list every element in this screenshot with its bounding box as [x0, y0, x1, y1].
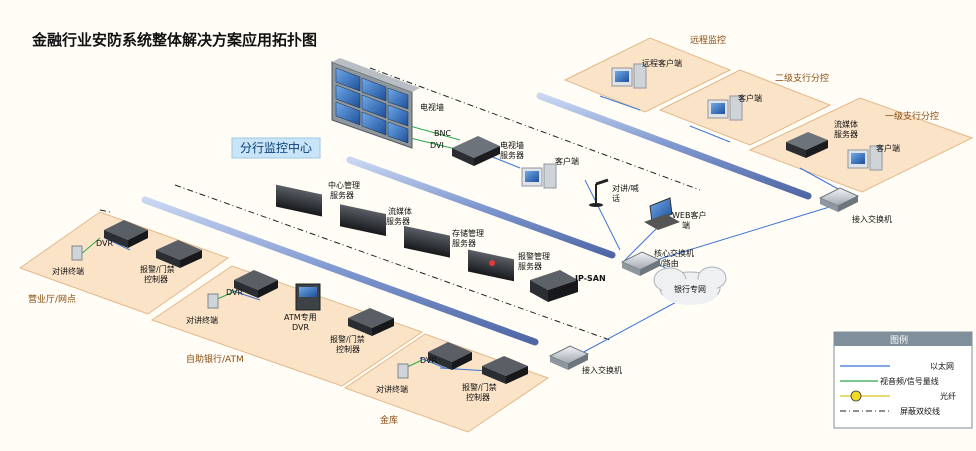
atm-dedicated-dvr-label-2: DVR [292, 323, 309, 332]
first-stream-server-label-1: 流媒体 [834, 119, 858, 129]
vault-dvr-label: DVR [420, 356, 437, 365]
atm-intercom-label: 对讲终端 [186, 315, 218, 325]
atm-dedicated-dvr: ATM专用 DVR [284, 283, 321, 332]
access-switch-bottom-label: 接入交换机 [582, 365, 622, 375]
web-client-label-1: WEB客户 [672, 210, 706, 220]
storage-mgmt-server: 存储管理 服务器 [404, 225, 484, 258]
bnc-label: BNC [434, 129, 451, 138]
zone-remote: 远程监控 [563, 34, 732, 113]
atm-alarm-label-1: 报警/门禁 [330, 334, 365, 344]
legend-item-ethernet: 以太网 [930, 361, 954, 371]
legend-item-fiber: 光纤 [940, 391, 956, 401]
access-switch-top: 接入交换机 [818, 187, 892, 224]
web-client-laptop: WEB客户 端 [644, 197, 706, 230]
vault-intercom: 对讲终端 [376, 363, 409, 394]
center-stream-server-label-1: 流媒体 [388, 206, 412, 216]
tv-wall-server: 电视墙 服务器 [452, 136, 524, 166]
zone-label-self-bank: 自助银行/ATM [186, 353, 244, 365]
bank-network-cloud: 银行专网 [653, 266, 727, 305]
zone-label-remote: 远程监控 [690, 34, 726, 46]
storage-mgmt-server-label-1: 存储管理 [452, 228, 484, 238]
zone-label-second-branch: 二级支行分控 [775, 72, 829, 84]
atm-dedicated-dvr-label-1: ATM专用 [284, 312, 317, 322]
client-center-label: 客户端 [555, 156, 579, 166]
alarm-mgmt-server-label-2: 服务器 [518, 261, 542, 271]
center-mgmt-server-label-1: 中心管理 [328, 180, 360, 190]
tv-wall-server-label-2: 服务器 [500, 150, 524, 160]
legend-title: 图例 [890, 334, 908, 346]
center-stream-server-label-2: 服务器 [386, 216, 410, 226]
atm-intercom: 对讲终端 [186, 293, 219, 325]
hall-intercom-label: 对讲终端 [52, 266, 84, 276]
shielded-twisted-pair-lines [99, 67, 701, 341]
hall-intercom: 对讲终端 [52, 245, 84, 276]
access-switch-bottom: 接入交换机 [548, 345, 622, 375]
intercom-mic: 对讲/喊 话 [589, 178, 639, 207]
atm-dvr-label: DVR [226, 288, 243, 297]
vault-dvr: DVR [420, 342, 472, 370]
vault-alarm-label-2: 控制器 [466, 392, 490, 402]
client-center: 客户端 [521, 156, 579, 189]
client-first-branch: 客户端 [847, 143, 900, 171]
tv-wall-server-label-1: 电视墙 [500, 140, 524, 150]
hall-dvr-label: DVR [96, 239, 113, 248]
vault-alarm-controller: 报警/门禁 控制器 [462, 356, 528, 402]
center-label: 分行监控中心 [231, 137, 321, 159]
vault-alarm-label-1: 报警/门禁 [462, 382, 497, 392]
zone-label-business-hall: 营业厅/网点 [28, 293, 76, 305]
zone-business-hall: 营业厅/网点 [18, 211, 230, 315]
center-label-text: 分行监控中心 [240, 140, 312, 155]
alarm-mgmt-server: 报警管理 服务器 [468, 249, 550, 282]
legend-item-twisted-pair: 屏蔽双绞线 [900, 406, 940, 416]
core-switch: 核心交换机 /路由 [620, 248, 694, 276]
zone-label-vault: 金库 [380, 414, 398, 426]
fiber-backbone [141, 92, 812, 346]
core-switch-label-2: /路由 [660, 258, 679, 268]
hall-alarm-controller: 报警/门禁 控制器 [140, 240, 202, 284]
zone-first-branch: 一级支行分控 [748, 97, 974, 193]
client-second-branch: 客户端 [707, 93, 762, 121]
client-second-label: 客户端 [738, 93, 762, 103]
hall-alarm-label-1: 报警/门禁 [140, 264, 175, 274]
center-stream-server: 流媒体 服务器 [340, 204, 412, 237]
atm-alarm-label-2: 控制器 [336, 344, 360, 354]
ip-san-label: IP-SAN [575, 274, 606, 283]
legend: 图例 以太网 视音频/信号量线 光纤 屏蔽双绞线 [833, 331, 973, 429]
remote-client: 远程客户端 [611, 58, 682, 89]
client-first-label: 客户端 [876, 143, 900, 153]
vault-intercom-label: 对讲终端 [376, 384, 408, 394]
center-mgmt-server: 中心管理 服务器 [276, 180, 360, 217]
tv-wall: 电视墙 [331, 58, 444, 149]
core-switch-label-1: 核心交换机 [654, 248, 694, 258]
intercom-label-2: 话 [612, 193, 620, 203]
ip-san: IP-SAN [530, 270, 606, 302]
first-branch-stream-server: 流媒体 服务器 [786, 119, 858, 158]
bank-network-label: 银行专网 [674, 284, 706, 294]
diagram-title: 金融行业安防系统整体解决方案应用拓扑图 [31, 31, 317, 49]
zone-label-first-branch: 一级支行分控 [885, 110, 939, 122]
zone-second-branch: 二级支行分控 [658, 69, 832, 146]
atm-dvr: DVR [226, 270, 278, 298]
legend-fiber-icon [850, 390, 862, 402]
hall-dvr: DVR [96, 220, 148, 248]
intercom-label-1: 对讲/喊 [612, 183, 639, 193]
legend-item-signal: 视音频/信号量线 [880, 376, 939, 386]
zone-vault: 金库 [343, 333, 550, 433]
atm-alarm-controller: 报警/门禁 控制器 [330, 308, 394, 354]
center-mgmt-server-label-2: 服务器 [330, 190, 354, 200]
first-stream-server-label-2: 服务器 [834, 129, 858, 139]
dvi-label: DVI [430, 141, 444, 150]
alarm-mgmt-server-label-1: 报警管理 [518, 251, 550, 261]
web-client-label-2: 端 [682, 220, 690, 230]
tv-wall-label: 电视墙 [420, 102, 444, 112]
storage-mgmt-server-label-2: 服务器 [452, 238, 476, 248]
zone-self-bank: 自助银行/ATM [150, 265, 424, 387]
access-switch-top-label: 接入交换机 [852, 214, 892, 224]
hall-alarm-label-2: 控制器 [144, 274, 168, 284]
remote-client-label: 远程客户端 [642, 58, 682, 68]
